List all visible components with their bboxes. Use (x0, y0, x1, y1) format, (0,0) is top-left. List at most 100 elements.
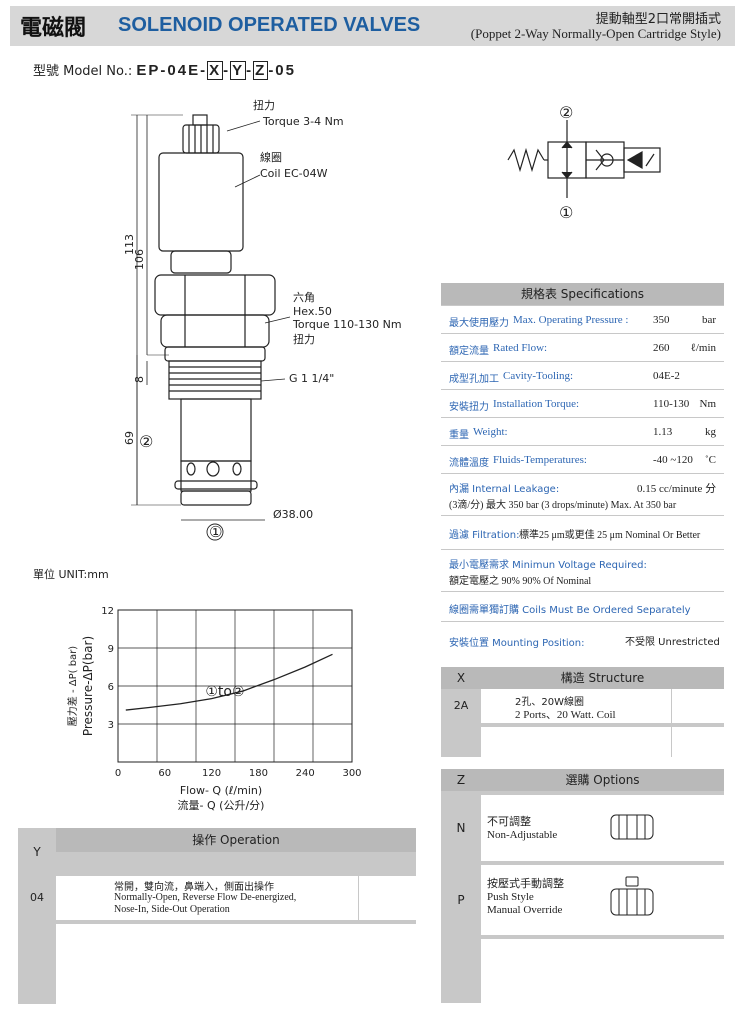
model-suffix: -05 (268, 62, 296, 79)
options-title: 選購 Options (481, 769, 724, 791)
voltage-text: 額定電壓之 90% 90% Of Nominal (449, 576, 592, 587)
spec-unit: Nm (699, 398, 717, 410)
model-z: Z (253, 61, 269, 80)
option-p-code: P (457, 893, 465, 907)
x-tick-label: 120 (202, 768, 221, 779)
model-number: 型號 Model No.: EP-04E-X-Y-Z-05 (33, 60, 296, 80)
spec-row-leakage: 內漏 Internal Leakage: 0.15 cc/minute 分 (3… (441, 473, 724, 515)
y-tick-label: 3 (108, 720, 114, 731)
dim-8: 8 (133, 376, 146, 383)
voltage-label: 最小電壓需求 Minimun Voltage Required: (449, 560, 647, 571)
spec-value: 110-130 (653, 398, 690, 410)
operation-row: 常開，雙向流，鼻端入，側面出操作 Normally-Open, Reverse … (56, 876, 416, 920)
leak-label: 內漏 Internal Leakage: (449, 484, 560, 495)
spec-title: 規格表 Specifications (441, 283, 724, 305)
symbol-port-2: ② (559, 103, 573, 122)
thread-label: G 1 1/4" (289, 372, 334, 385)
options-key: Z (441, 769, 481, 791)
operation-en2: Nose-In, Side-Out Operation (114, 904, 230, 915)
port-2-label: ② (139, 432, 153, 451)
model-prefix: EP-04E- (136, 62, 208, 79)
y-tick-label: 9 (108, 644, 114, 655)
chart-grid (117, 609, 353, 763)
spec-unit: bar (701, 314, 716, 326)
spec-row: 成型孔加工 Cavity-Tooling: 04E-2 (441, 361, 724, 389)
spec-label-zh: 安裝扭力 (449, 402, 489, 413)
spec-value: 1.13 (653, 426, 673, 438)
spec-unit: ℓ/min (690, 342, 716, 354)
option-n-zh: 不可調整 (487, 815, 531, 828)
port-1-label: ① (209, 523, 222, 541)
spec-value: 260 (653, 342, 670, 354)
structure-code: 2A (453, 699, 469, 712)
hex-label: Hex.50 (293, 305, 332, 318)
coils-note: 線圈需單獨訂購 Coils Must Be Ordered Separately (449, 605, 691, 616)
spec-label-en: Rated Flow: (493, 342, 548, 354)
model-y: Y (230, 61, 247, 80)
dim-106: 106 (133, 249, 146, 270)
spec-row-voltage: 最小電壓需求 Minimun Voltage Required: 額定電壓之 9… (441, 549, 724, 591)
operation-title: 操作 Operation (56, 828, 416, 852)
coil-body (158, 152, 244, 252)
mount-value: 不受限 Unrestricted (625, 637, 720, 648)
structure-en: 2 Ports、20 Watt. Coil (515, 709, 616, 721)
options-table: Z 選購 Options N 不可調整 Non-Adjustable P 按壓式… (441, 769, 724, 1003)
structure-table: X 構造 Structure 2A 2孔、20W線圈 2 Ports、20 Wa… (441, 667, 724, 757)
title-zh: 電磁閥 (20, 16, 87, 41)
spec-row: 額定流量 Rated Flow: 260 ℓ/min (441, 333, 724, 361)
filter-text: 標準25 μm或更佳 25 μm Nominal Or Better (519, 530, 701, 541)
subtitle-en: (Poppet 2-Way Normally-Open Cartridge St… (470, 26, 721, 41)
option-n-en: Non-Adjustable (487, 829, 558, 841)
model-x: X (207, 61, 224, 80)
x-axis-label: Flow- Q (ℓ/min) (180, 784, 262, 797)
option-p-zh: 按壓式手動調整 (487, 877, 564, 890)
structure-row: 2孔、20W線圈 2 Ports、20 Watt. Coil (481, 689, 671, 723)
x-tick-label: 0 (115, 768, 121, 779)
spec-label-en: Weight: (473, 426, 508, 438)
spec-label-en: Max. Operating Pressure : (513, 314, 629, 326)
dim-113: 113 (123, 234, 136, 255)
x-axis-label-zh: 流量- Q (公升/分) (178, 798, 265, 812)
operation-code: 04 (18, 876, 56, 920)
symbol-port-1: ① (559, 203, 573, 222)
spec-row-filtration: 過濾 Filtration: 標準25 μm或更佳 25 μm Nominal … (441, 515, 724, 549)
spec-label-en: Cavity-Tooling: (503, 370, 574, 382)
override-pin (192, 114, 208, 126)
push-override-knob-icon (610, 876, 654, 916)
mount-label: 安裝位置 Mounting Position: (449, 638, 585, 649)
spec-row-coils: 線圈需單獨訂購 Coils Must Be Ordered Separately (441, 591, 724, 621)
title-en: SOLENOID OPERATED VALVES (118, 14, 421, 36)
coil-zh: 線圈 (260, 150, 282, 164)
spec-label-zh: 成型孔加工 (449, 374, 499, 385)
option-n-row: 不可調整 Non-Adjustable (481, 795, 724, 861)
spec-value: 04E-2 (653, 370, 680, 382)
operation-zh: 常開，雙向流，鼻端入，側面出操作 (114, 882, 274, 893)
hydraulic-symbol: ② ① (507, 103, 661, 222)
spec-row-mounting: 安裝位置 Mounting Position: 不受限 Unrestricted (441, 621, 724, 655)
non-adjustable-knob-icon (610, 814, 654, 840)
model-sep: - (223, 62, 231, 79)
option-n-code: N (456, 821, 466, 835)
model-sep: - (246, 62, 254, 79)
spec-label-en: Fluids-Temperatures: (493, 454, 587, 466)
spec-label-zh: 重量 (449, 430, 469, 441)
model-code: EP-04E-X-Y-Z-05 (136, 61, 296, 80)
torque-label: Torque 3-4 Nm (262, 115, 344, 128)
filter-label: 過濾 Filtration: (449, 530, 520, 541)
spec-label-zh: 額定流量 (449, 346, 489, 357)
unit-label: 單位 UNIT:mm (33, 568, 109, 581)
chart-annotation: ①to② (205, 684, 244, 700)
option-p-en2: Manual Override (487, 904, 563, 916)
y-tick-label: 12 (101, 606, 114, 617)
x-tick-label: 240 (296, 768, 315, 779)
x-tick-label: 180 (249, 768, 268, 779)
coil-label: Coil EC-04W (260, 167, 328, 180)
y-tick-label: 6 (108, 682, 114, 693)
header-bar (10, 6, 735, 46)
model-label: 型號 Model No.: (33, 64, 133, 79)
spec-label-zh: 流體溫度 (449, 458, 489, 469)
